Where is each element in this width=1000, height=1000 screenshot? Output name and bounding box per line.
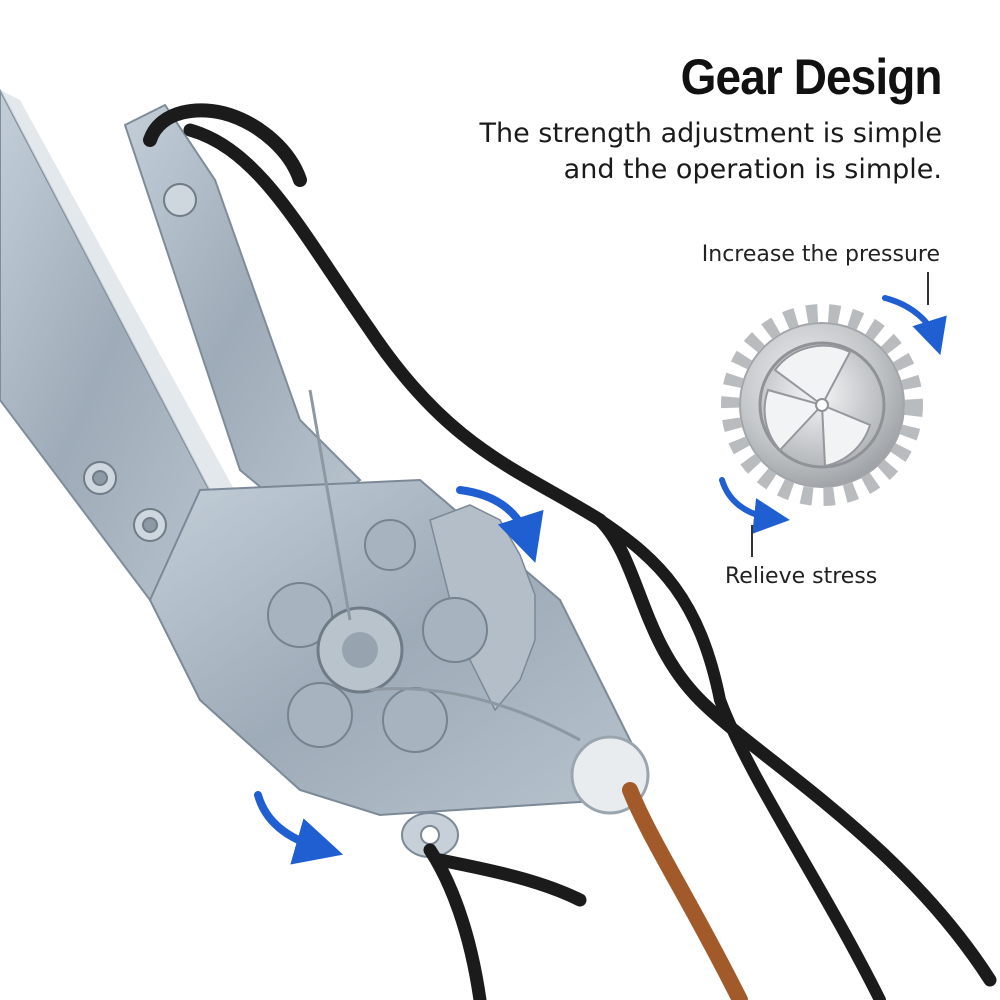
black-rope-bottom	[423, 843, 587, 1000]
black-rope-top	[143, 103, 307, 187]
subtitle: The strength adjustment is simple and th…	[382, 116, 942, 188]
clockwise-arrow-icon	[254, 486, 544, 865]
page-title: Gear Design	[681, 49, 943, 105]
brown-rope	[622, 782, 748, 1000]
subtitle-line-2: and the operation is simple.	[563, 154, 942, 185]
body-holes	[267, 519, 488, 753]
gear-direction-arrows	[719, 295, 947, 534]
spring-wire	[308, 389, 581, 742]
label-leader-lines	[751, 272, 929, 557]
center-hub-pin	[342, 632, 378, 668]
gear-icon	[721, 304, 923, 506]
subtitle-line-1: The strength adjustment is simple	[479, 118, 942, 149]
rivets	[83, 183, 197, 542]
relieve-stress-label: Relieve stress	[725, 564, 878, 589]
black-rope-right	[594, 514, 886, 1000]
increase-pressure-label: Increase the pressure	[701, 242, 940, 267]
handle-arm-edge	[0, 90, 240, 520]
